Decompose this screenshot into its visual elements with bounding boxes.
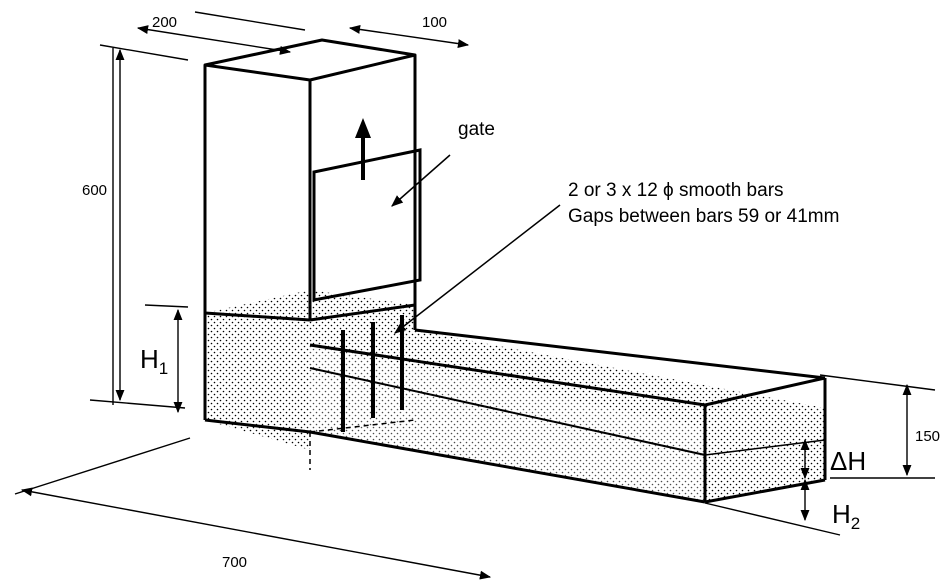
- bars-label-line2: Gaps between bars 59 or 41mm: [568, 206, 839, 227]
- h2-sub: 2: [851, 514, 860, 533]
- h1-label: H1: [140, 344, 168, 378]
- water-fill: [205, 290, 825, 502]
- dim-150-label: 150: [915, 428, 940, 445]
- dim-700-label: 700: [222, 554, 247, 571]
- tank-outline: [203, 38, 417, 434]
- bars-label-line1: 2 or 3 x 12 ϕ smooth bars: [568, 180, 784, 201]
- pointer-lines: [391, 154, 561, 334]
- gate-pointer: [391, 154, 451, 207]
- dim-600-label: 600: [82, 182, 107, 199]
- dimension-lines: [14, 11, 936, 580]
- gate-up-arrow: [355, 118, 371, 180]
- delta-h-label: ΔH: [830, 446, 866, 476]
- h2-main: H: [832, 499, 851, 529]
- h1-main: H: [140, 344, 159, 374]
- dim-200-label: 200: [152, 14, 177, 31]
- h2-label: H2: [832, 499, 860, 533]
- gate: [312, 148, 422, 302]
- dim-100-label: 100: [422, 14, 447, 31]
- bars-pointer: [394, 204, 561, 334]
- hidden-edges: [309, 419, 416, 470]
- h1-sub: 1: [159, 359, 168, 378]
- gate-label: gate: [458, 119, 495, 140]
